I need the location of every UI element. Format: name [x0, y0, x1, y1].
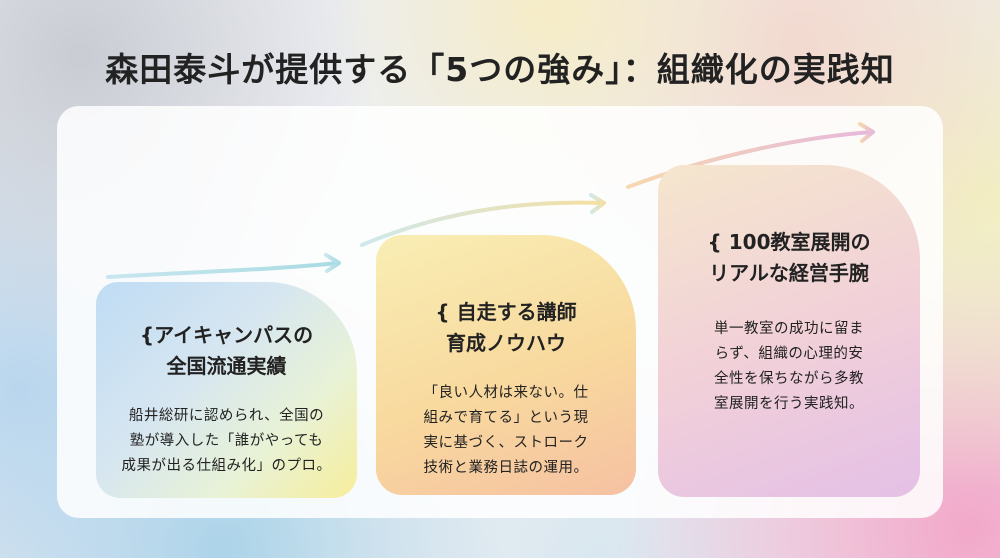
- card-body: 船井総研に認められ、全国の 塾が導入した「誰がやっても 成果が出る仕組み化」のプ…: [121, 408, 332, 474]
- card-heading: {アイキャンパスの 全国流通実績: [139, 323, 314, 378]
- strength-card-3: { 100教室展開の リアルな経営手腕 単一教室の成功に留ま らず、組織の心理的…: [658, 165, 920, 497]
- page-title: 森田泰斗が提供する「5つの強み」：組織化の実践知: [105, 50, 895, 89]
- bullet-icon: {: [435, 300, 450, 324]
- card-heading: { 100教室展開の リアルな経営手腕: [707, 230, 871, 285]
- strength-card-1: {アイキャンパスの 全国流通実績 船井総研に認められ、全国の 塾が導入した「誰が…: [96, 282, 357, 498]
- card-heading: { 自走する講師 育成ノウハウ: [435, 300, 577, 355]
- card-body: 単一教室の成功に留ま らず、組織の心理的安 全性を保ちながら多教 室展開を行う実…: [714, 321, 864, 412]
- strength-card-2: { 自走する講師 育成ノウハウ 「良い人材は来ない。仕 組みで育てる」という現 …: [376, 235, 636, 495]
- card-body: 「良い人材は来ない。仕 組みで育てる」という現 実に基づく、ストローク 技術と業…: [423, 385, 589, 476]
- bullet-icon: {: [707, 230, 722, 254]
- bullet-icon: {: [139, 323, 155, 347]
